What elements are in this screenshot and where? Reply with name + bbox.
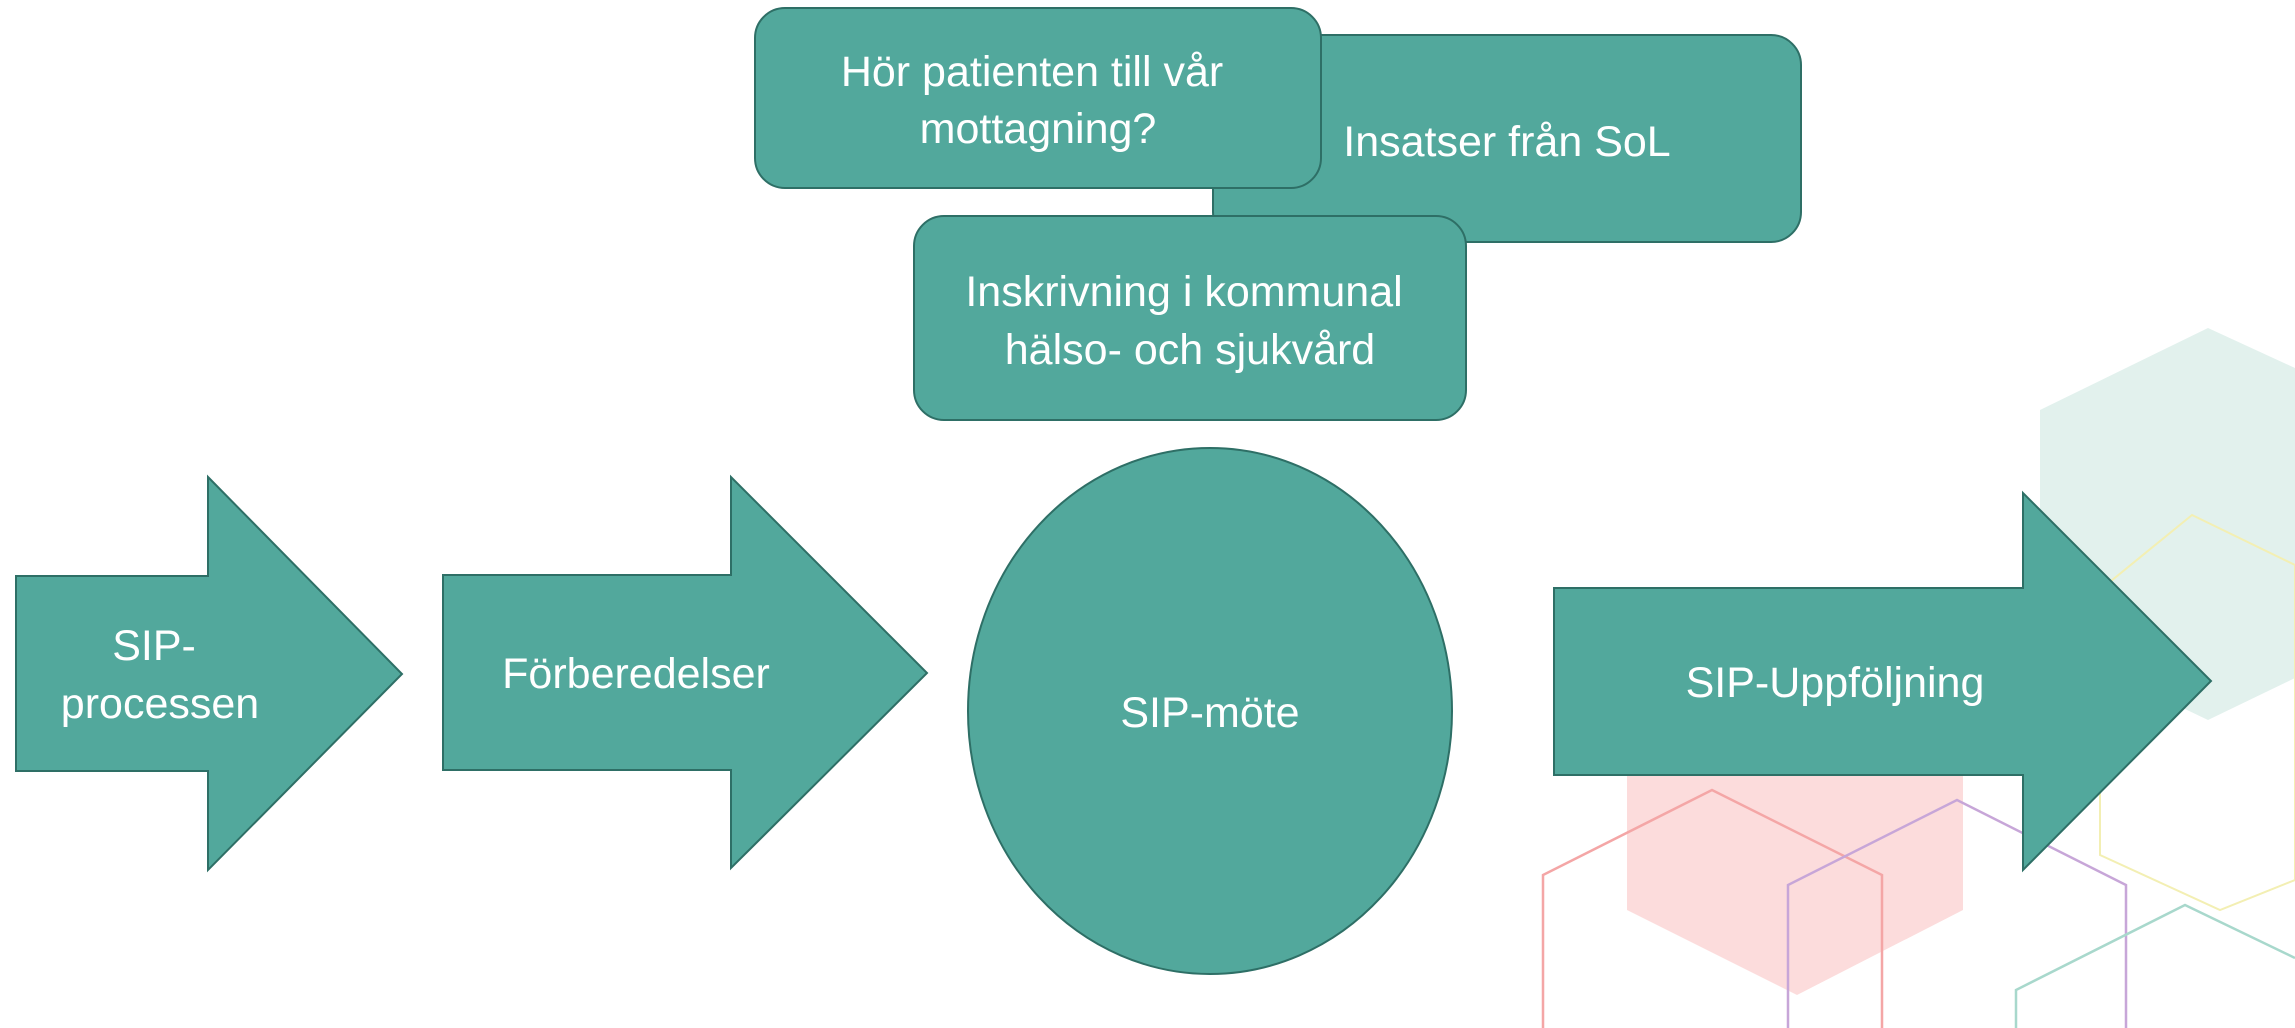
arrow-sip-uppfoljning-label: SIP-Uppföljning [1686,659,1985,707]
deco-lavender-line-hexagon [1786,798,2128,1028]
box-patient-question-line2: mottagning? [920,105,1157,153]
box-inskrivning-line2: hälso- och sjukvård [1005,326,1375,374]
circle-sip-mote: SIP-möte [967,447,1453,975]
arrow-sip-processen-label-line1: SIP- [112,622,196,670]
box-inskrivning-line1: Inskrivning i kommunal [965,268,1402,316]
box-inskrivning: Inskrivning i kommunal hälso- och sjukvå… [913,215,1467,421]
arrow-sip-processen: SIP- processen [15,474,404,873]
svg-text:Hör patienten till vår m: Hör patienten till vår mottagning? [841,48,1235,153]
circle-sip-mote-label: SIP-möte [1120,689,1299,737]
arrow-forberedelser: Förberedelser [442,474,929,871]
deco-pink-line-hexagon [1541,788,1884,1028]
arrow-forberedelser-label: Förberedelser [502,650,770,698]
arrow-shape [1553,490,2213,873]
box-insatser-fran-sol-label: Insatser från SoL [1343,118,1670,166]
box-patient-question: Hör patienten till vår mottagning? [754,7,1322,189]
arrow-shape [442,474,929,871]
box-insatser-fran-sol: Insatser från SoL [1212,34,1802,243]
svg-text:SIP- processen: SIP- processen [61,622,259,728]
deco-teal-line-hexagon [2014,903,2295,1028]
arrow-sip-processen-label-line2: processen [61,680,259,728]
circle-shape [967,447,1453,975]
svg-text:Inskrivning i kommunal h: Inskrivning i kommunal hälso- och sjukvå… [965,268,1414,374]
box-patient-question-line1: Hör patienten till vår [841,48,1223,96]
arrow-sip-uppfoljning: SIP-Uppföljning [1553,490,2213,873]
box-shape [754,7,1322,189]
box-shape [913,215,1467,421]
arrow-shape [15,474,404,873]
